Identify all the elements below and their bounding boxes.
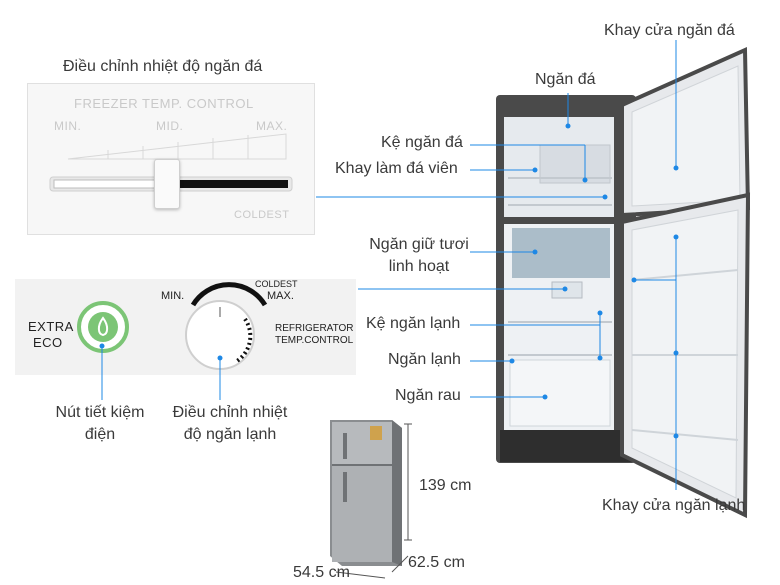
fresh-box-label-line2: linh hoạt: [388, 258, 450, 275]
width-dimension: 54.5 cm: [293, 564, 350, 581]
dial-min-label: MIN.: [161, 290, 185, 302]
freezer-panel-max: MAX.: [256, 119, 288, 133]
freezer-shelf-label: Kệ ngăn đá: [381, 134, 463, 151]
freezer-door-tray-label: Khay cửa ngăn đá: [604, 22, 735, 39]
fridge-control-caption-line1: Điều chỉnh nhiệt: [172, 404, 288, 421]
callout-lines: [99, 40, 679, 490]
eco-leaf-icon: [88, 312, 118, 342]
freezer-panel-coldest: COLDEST: [234, 209, 290, 221]
freezer-compartment-label: Ngăn đá: [535, 71, 596, 88]
temp-control-label: TEMP.CONTROL: [275, 335, 354, 346]
depth-dimension: 62.5 cm: [408, 554, 465, 571]
fridge-shelf-label: Kệ ngăn lạnh: [366, 315, 461, 332]
eco-button-caption: Nút tiết kiệm điện: [40, 402, 160, 446]
height-dimension: 139 cm: [419, 477, 472, 494]
closed-fridge-illustration: [330, 420, 412, 579]
freezer-slider-knob[interactable]: [154, 159, 180, 209]
freezer-control-panel: FREEZER TEMP. CONTROL MIN. MID. MAX. COL…: [27, 83, 315, 235]
refrigerator-label: REFRIGERATOR: [275, 323, 354, 334]
fresh-box-graphic: [512, 228, 610, 278]
dial-max-label: MAX.: [267, 290, 294, 302]
freezer-control-title: Điều chỉnh nhiệt độ ngăn đá: [63, 58, 263, 75]
ice-tray-label: Khay làm đá viên: [335, 160, 458, 177]
eco-caption-line1: Nút tiết kiệm: [55, 404, 145, 421]
vegetable-drawer-graphic: [509, 359, 611, 427]
ice-tray-graphic: [539, 144, 611, 184]
fresh-box-label-line1: Ngăn giữ tươi: [369, 236, 469, 253]
fridge-door-tray-label: Khay cửa ngăn lạnh: [602, 497, 746, 514]
fridge-control-caption-line2: độ ngăn lạnh: [183, 426, 277, 443]
fridge-compartment-label: Ngăn lạnh: [388, 351, 461, 368]
freezer-panel-title: FREEZER TEMP. CONTROL: [74, 96, 254, 111]
vegetable-drawer-label: Ngăn rau: [395, 387, 461, 404]
extra-label: EXTRA: [28, 319, 74, 334]
eco-label: ECO: [33, 335, 63, 350]
eco-caption-line2: điện: [84, 426, 116, 443]
freezer-panel-min: MIN.: [54, 119, 82, 133]
fridge-control-caption: Điều chỉnh nhiệt độ ngăn lạnh: [160, 402, 300, 446]
dial-coldest-label: COLDEST: [255, 279, 298, 289]
freezer-panel-mid: MID.: [156, 119, 184, 133]
fresh-box-label: Ngăn giữ tươi linh hoạt: [355, 234, 483, 278]
